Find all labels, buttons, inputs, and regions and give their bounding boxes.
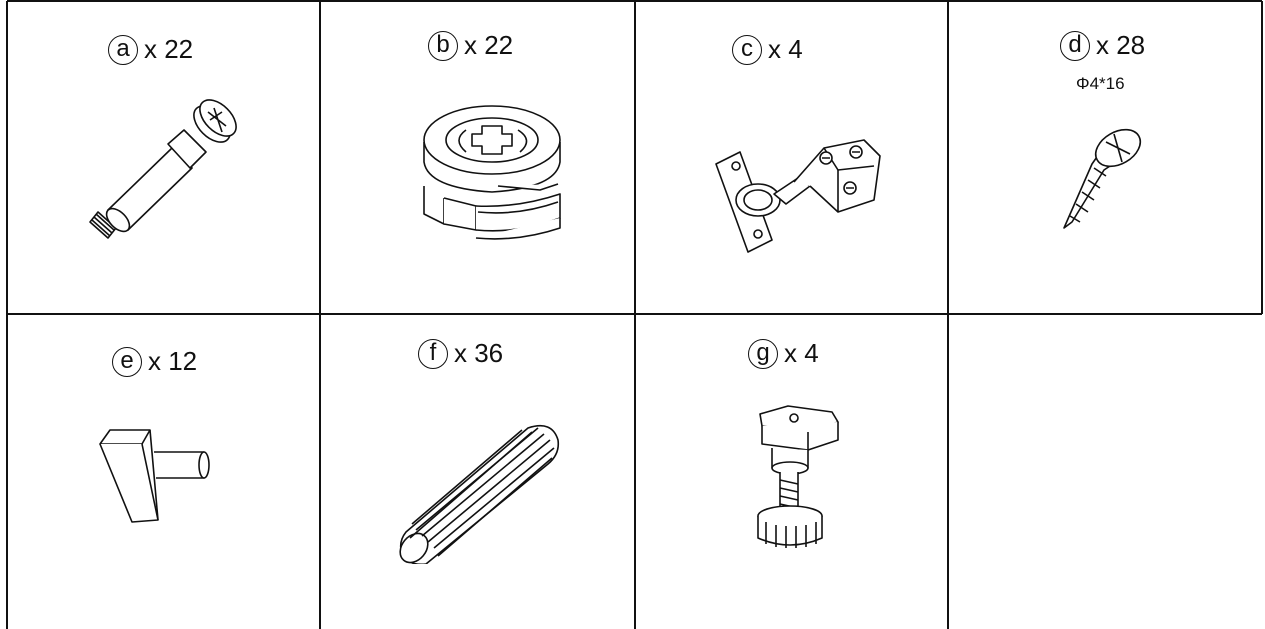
cam-lock-icon xyxy=(408,90,578,250)
part-quantity-a: x 22 xyxy=(144,34,194,64)
cabinet-hinge-icon xyxy=(714,130,890,256)
shelf-pin-icon xyxy=(96,422,216,528)
part-letter-e: e xyxy=(112,346,142,377)
part-quantity-f: x 36 xyxy=(454,338,504,368)
adjustable-leg-icon xyxy=(748,404,848,548)
wooden-dowel-icon xyxy=(392,414,572,564)
part-letter-d: d xyxy=(1060,30,1090,61)
part-quantity-c: x 4 xyxy=(768,34,803,64)
part-quantity-d: x 28 xyxy=(1096,30,1146,60)
part-letter-b: b xyxy=(428,30,458,61)
wood-screw-icon xyxy=(1052,124,1152,234)
part-label-b: b x 22 xyxy=(428,30,513,61)
part-letter-c: c xyxy=(732,34,762,65)
part-quantity-g: x 4 xyxy=(784,338,819,368)
part-label-f: f x 36 xyxy=(418,338,503,369)
part-label-g: g x 4 xyxy=(748,338,819,369)
part-letter-g: g xyxy=(748,338,778,369)
part-quantity-e: x 12 xyxy=(148,346,198,376)
part-letter-f: f xyxy=(418,338,448,369)
part-label-e: e x 12 xyxy=(112,346,197,377)
cam-bolt-icon xyxy=(72,90,262,250)
part-spec-d: Φ4*16 xyxy=(1076,74,1125,93)
part-label-d: d x 28 xyxy=(1060,30,1145,61)
part-label-c: c x 4 xyxy=(732,34,803,65)
part-letter-a: a xyxy=(108,34,138,65)
part-quantity-b: x 22 xyxy=(464,30,514,60)
part-label-a: a x 22 xyxy=(108,34,193,65)
